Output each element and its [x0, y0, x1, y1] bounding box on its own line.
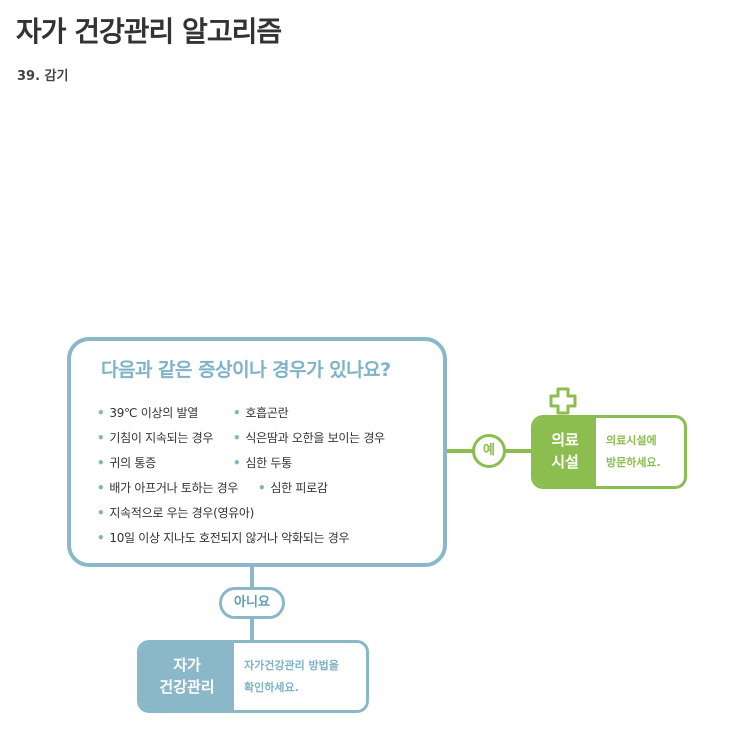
medical-facility-title-line1: 의료 [551, 431, 579, 450]
no-label: 아니요 [219, 587, 285, 619]
yes-label: 예 [472, 434, 506, 468]
symptom-item: 심한 피로감 [258, 479, 328, 496]
medical-cross-icon [549, 387, 577, 415]
self-care-desc-line2: 확인하세요. [244, 680, 299, 694]
medical-facility-result: 의료 시설 의료시설에 방문하세요. [531, 415, 687, 489]
page-subtitle: 39. 감기 [17, 69, 69, 84]
symptom-item: 심한 두통 [233, 454, 292, 471]
symptom-item: 호흡곤란 [233, 404, 288, 421]
symptom-item: 지속적으로 우는 경우(영유아) [97, 504, 254, 521]
symptom-item: 귀의 통증 [97, 454, 156, 471]
symptom-item: 10일 이상 지나도 호전되지 않거나 악화되는 경우 [97, 529, 349, 546]
symptom-item: 배가 아프거나 토하는 경우 [97, 479, 238, 496]
medical-facility-desc: 의료시설에 방문하세요. [596, 418, 684, 486]
symptom-item: 식은땀과 오한을 보이는 경우 [233, 429, 385, 446]
self-care-title-line2: 건강관리 [159, 677, 215, 696]
symptom-item: 기침이 지속되는 경우 [97, 429, 213, 446]
page-title: 자가 건강관리 알고리즘 [16, 15, 282, 48]
medical-facility-title: 의료 시설 [534, 418, 596, 486]
self-care-title-line1: 자가 [173, 655, 201, 674]
question-title: 다음과 같은 증상이나 경우가 있나요? [101, 359, 391, 381]
self-care-desc-line1: 자가건강관리 방법을 [244, 658, 339, 672]
self-care-title: 자가 건강관리 [140, 643, 234, 710]
self-care-result: 자가 건강관리 자가건강관리 방법을 확인하세요. [137, 640, 369, 713]
medical-facility-desc-line2: 방문하세요. [606, 456, 661, 469]
symptom-question-box: 다음과 같은 증상이나 경우가 있나요? 39℃ 이상의 발열 호흡곤란 기침이… [67, 337, 447, 567]
medical-facility-title-line2: 시설 [551, 453, 579, 471]
medical-facility-desc-line1: 의료시설에 [606, 434, 657, 447]
symptom-item: 39℃ 이상의 발열 [97, 404, 198, 421]
self-care-desc: 자가건강관리 방법을 확인하세요. [234, 643, 366, 710]
